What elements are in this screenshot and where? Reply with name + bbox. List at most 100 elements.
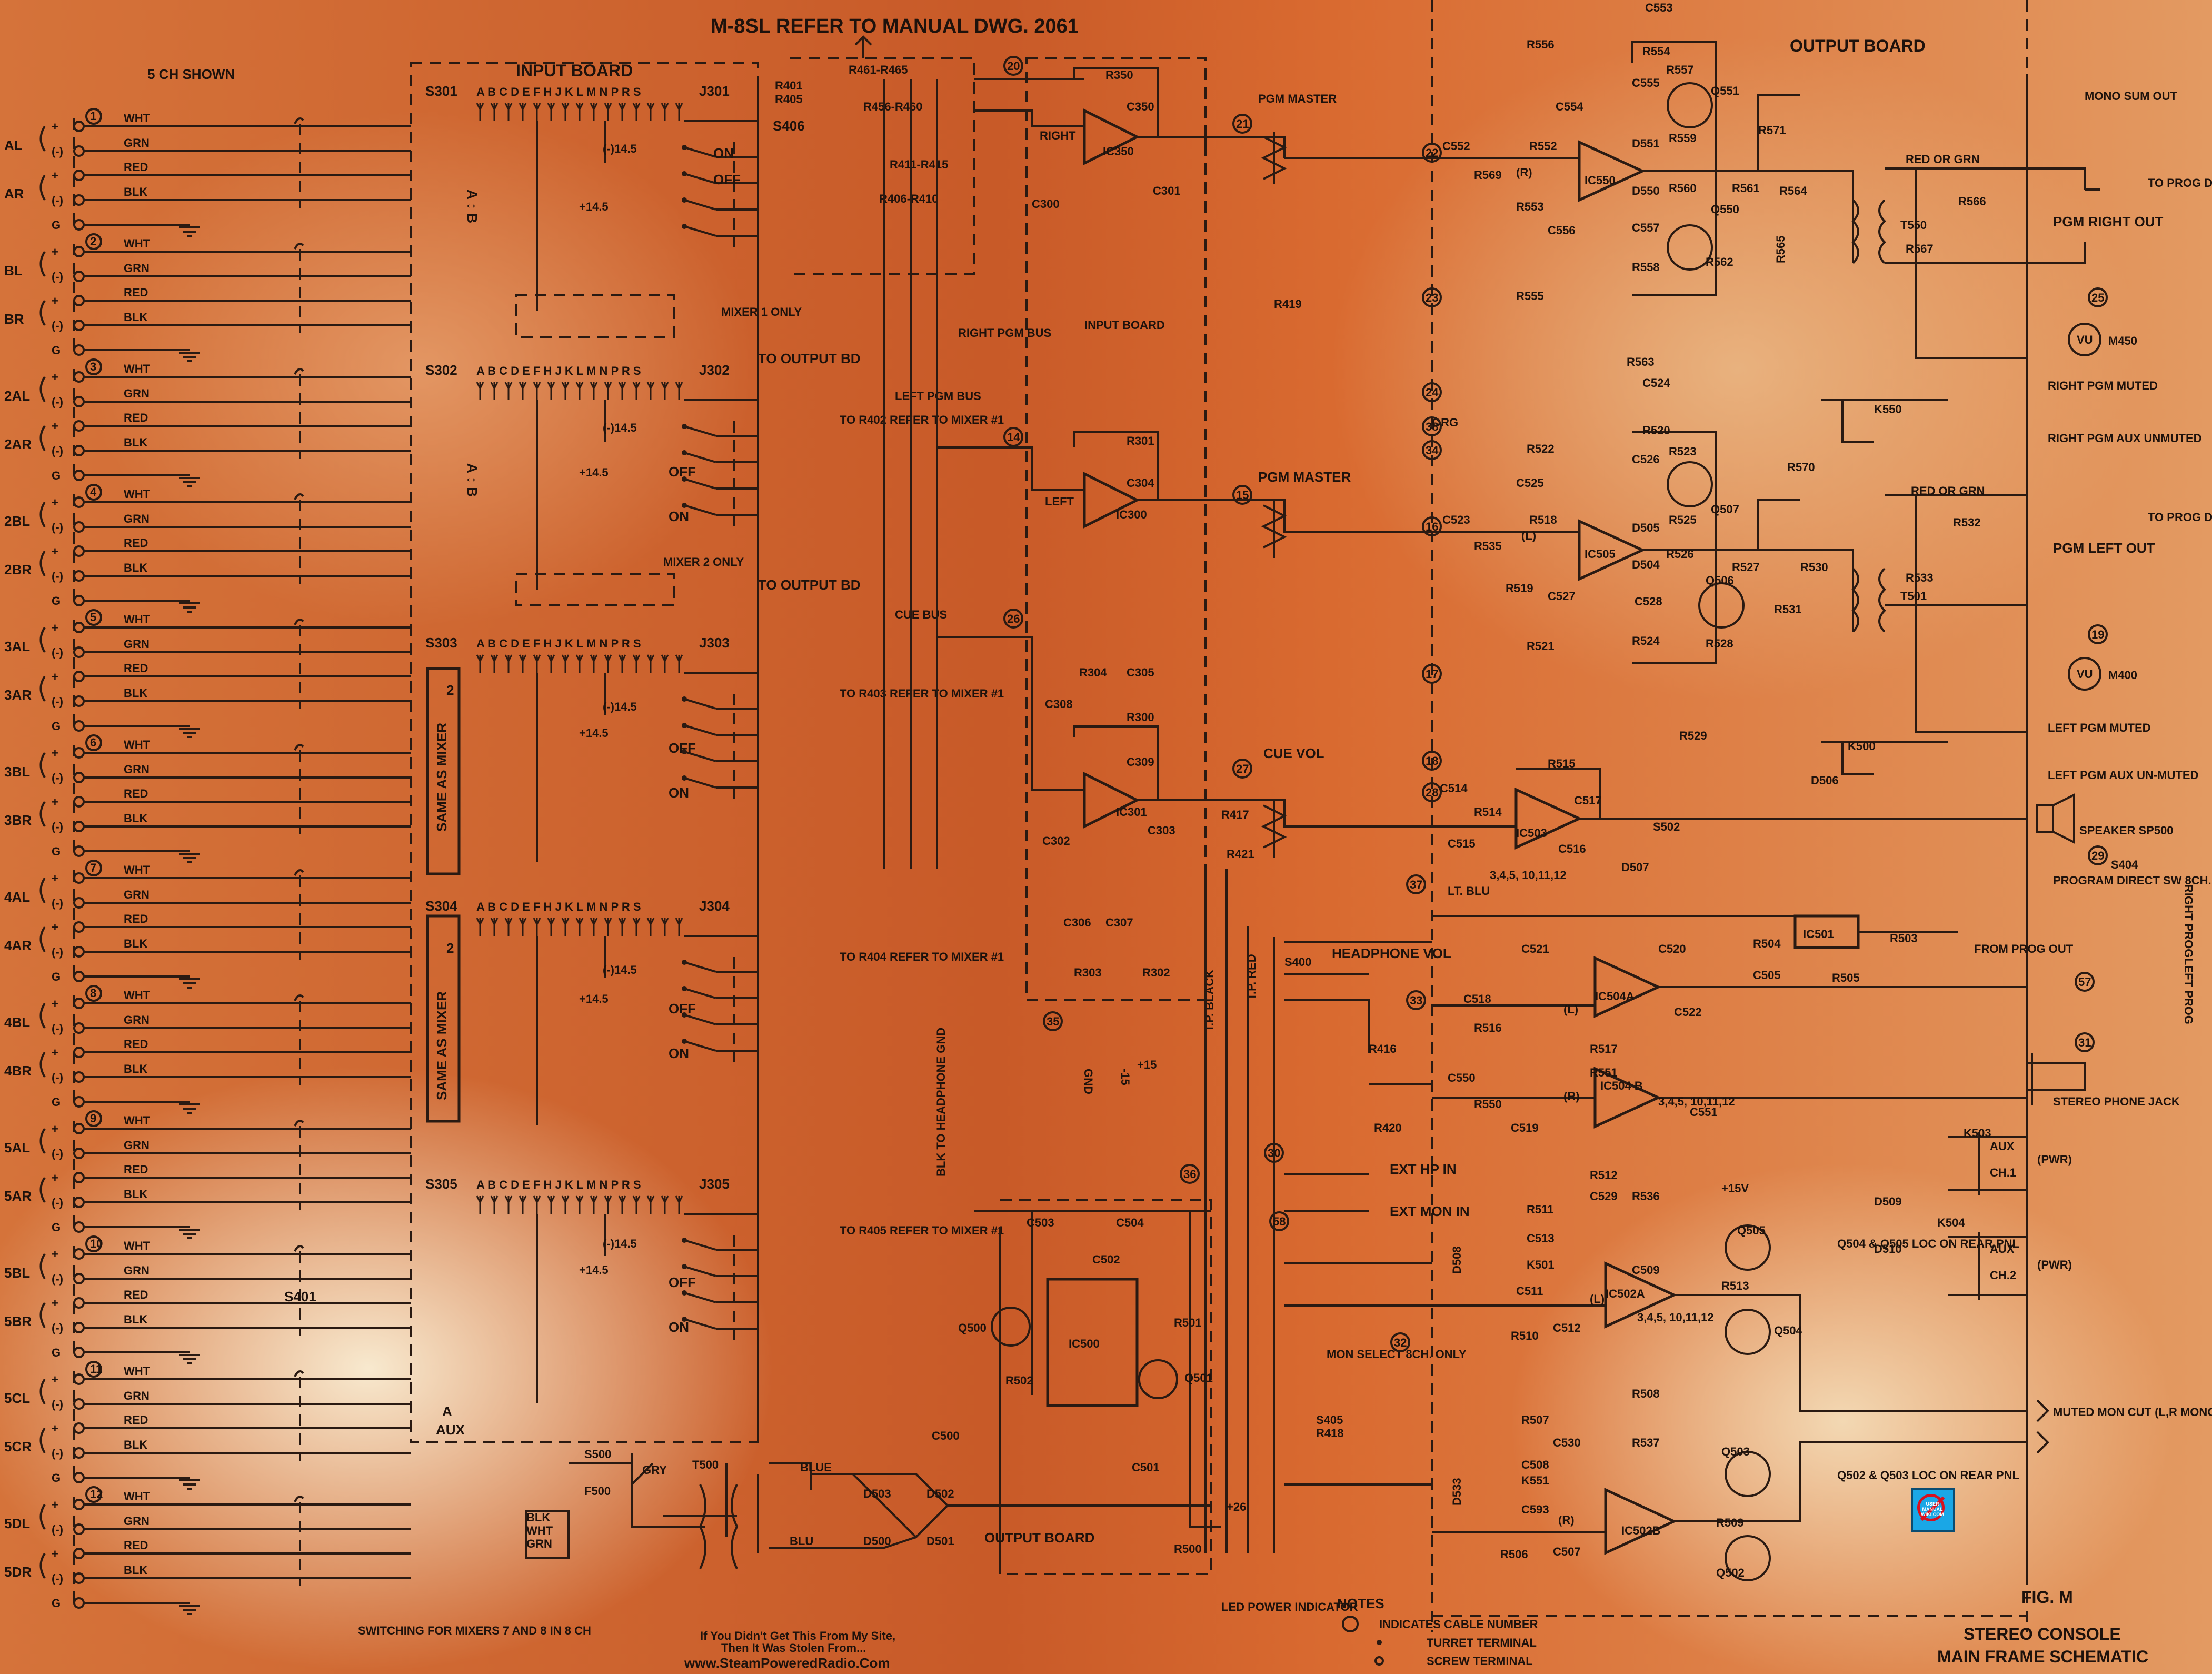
- mixer-switch-ladder: [476, 103, 758, 311]
- ic350-wiring: [974, 67, 1207, 145]
- pin-label: +: [52, 294, 58, 307]
- r411-label: R411-R415: [890, 158, 948, 171]
- channel-right-label: BR: [4, 311, 24, 327]
- s404-label: S404: [2111, 858, 2138, 871]
- c528-label: C528: [1635, 595, 1662, 608]
- channel-right-label: 3BR: [4, 812, 32, 828]
- screw-terminal: [73, 622, 85, 633]
- blk-to-hp-gnd-label: BLK TO HEADPHONE GND: [934, 1028, 948, 1177]
- input-board-outline: [410, 62, 759, 1443]
- k500-label: K500: [1848, 740, 1876, 753]
- pin-label: +: [52, 1171, 58, 1184]
- c529-label: C529: [1590, 1190, 1618, 1203]
- plug-blk-label: BLK: [526, 1511, 550, 1524]
- muted-mon-brace: [2036, 1399, 2049, 1454]
- mixer-select-outline: [790, 57, 975, 275]
- screw-terminal: [73, 1499, 85, 1510]
- r555-label: R555: [1516, 290, 1544, 303]
- pair-brace: [39, 251, 46, 326]
- r-mark-1: (R): [1516, 166, 1532, 179]
- r552-label: R552: [1529, 140, 1557, 153]
- screw-terminal: [73, 320, 85, 331]
- c520-label: C520: [1658, 942, 1686, 955]
- left-pgm-aux-label: LEFT PGM AUX UN-MUTED: [2048, 769, 2198, 782]
- c504-label: C504: [1116, 1216, 1144, 1229]
- r518-label: R518: [1529, 513, 1557, 526]
- s405-label: S405: [1316, 1413, 1343, 1427]
- s303-on-label: ON: [669, 785, 689, 801]
- pin-label: G: [52, 970, 61, 983]
- screw-terminal: [73, 521, 85, 533]
- j301-label: J301: [699, 83, 730, 99]
- notes-screw: SCREW TERMINAL: [1427, 1655, 1533, 1668]
- pin-label: +: [52, 545, 58, 558]
- q505-label: Q505: [1737, 1224, 1766, 1237]
- pin-label: +: [52, 1498, 58, 1511]
- r405-label: R405: [775, 93, 803, 106]
- pin-label: G: [52, 1597, 61, 1610]
- ac-plug: [525, 1510, 570, 1559]
- screw-terminal: [73, 998, 85, 1009]
- wire-color-label: WHT: [124, 487, 151, 501]
- aux-a-marker: A: [442, 1403, 452, 1419]
- c517-label: C517: [1574, 794, 1602, 807]
- screw-terminal: [73, 921, 85, 933]
- d504-label: D504: [1632, 558, 1660, 571]
- plus15-label: +15: [1137, 1058, 1157, 1071]
- mute-relays: [1821, 399, 1948, 775]
- screw-terminal: [73, 695, 85, 707]
- pin-label: (-): [52, 145, 63, 158]
- notes-cable: INDICATES CABLE NUMBER: [1379, 1618, 1538, 1631]
- stereo-phone-jack: [2027, 1053, 2086, 1105]
- r527-label: R527: [1732, 561, 1760, 574]
- pin-label: +: [52, 420, 58, 433]
- r531-label: R531: [1774, 603, 1802, 616]
- wire-color-label: BLK: [124, 686, 147, 700]
- q550-label: Q550: [1711, 203, 1739, 216]
- r525-label: R525: [1669, 513, 1697, 526]
- screw-terminal: [73, 420, 85, 432]
- d551-label: D551: [1632, 137, 1660, 150]
- ic504-wiring: [1432, 986, 2027, 1099]
- c302-label: C302: [1042, 834, 1070, 848]
- r303-label: R303: [1074, 966, 1102, 979]
- cable-number-circle: [1422, 143, 1442, 163]
- c525-label: C525: [1516, 476, 1544, 490]
- ic550-label: IC550: [1585, 174, 1616, 187]
- r502-label: R502: [1005, 1374, 1033, 1387]
- right-pgm-bus-label: RIGHT PGM BUS: [958, 326, 1051, 340]
- cable-number-text: 15: [1236, 489, 1249, 502]
- drawing-reference: M-8SL REFER TO MANUAL DWG. 2061: [711, 15, 1079, 37]
- cable-number-text: 18: [1426, 754, 1438, 768]
- mixer2-only-label: MIXER 2 ONLY: [663, 555, 744, 569]
- cable-circle-number: 11: [90, 1362, 102, 1376]
- cable-circle: [85, 609, 102, 626]
- pin-label: (-): [52, 395, 63, 408]
- cable-circle: [85, 233, 102, 250]
- wire-color-label: RED: [124, 161, 148, 174]
- to-output-bd-label-2: TO OUTPUT BD: [758, 577, 861, 593]
- ic505-label: IC505: [1585, 547, 1616, 561]
- minus15-label: -15: [1119, 1069, 1132, 1085]
- wire-color-label: BLK: [124, 185, 147, 198]
- mixer-switch-ladder: [476, 1195, 758, 1403]
- pin-label: +: [52, 496, 58, 509]
- r535-label: R535: [1474, 540, 1502, 553]
- d533-label: D533: [1450, 1478, 1463, 1506]
- screw-terminal: [73, 1096, 85, 1108]
- pin-label: +: [52, 1248, 58, 1261]
- r522-label: R522: [1527, 442, 1555, 455]
- power-rails: [974, 1210, 1221, 1574]
- s301-pin-letters: A B C D E F H J K L M N P R S: [476, 85, 641, 98]
- screw-terminal: [73, 271, 85, 282]
- wire-color-label: GRN: [124, 637, 150, 651]
- q502-location-note: Q502 & Q503 LOC ON REAR PNL: [1837, 1469, 2019, 1482]
- r505-label: R505: [1832, 971, 1860, 984]
- r526-label: R526: [1666, 547, 1694, 561]
- pins-345-label-2: 3,4,5, 10,11,12: [1658, 1095, 1735, 1108]
- c501-label: C501: [1132, 1461, 1160, 1474]
- wire-color-label: GRN: [124, 888, 150, 901]
- channel-right-label: AR: [4, 186, 24, 202]
